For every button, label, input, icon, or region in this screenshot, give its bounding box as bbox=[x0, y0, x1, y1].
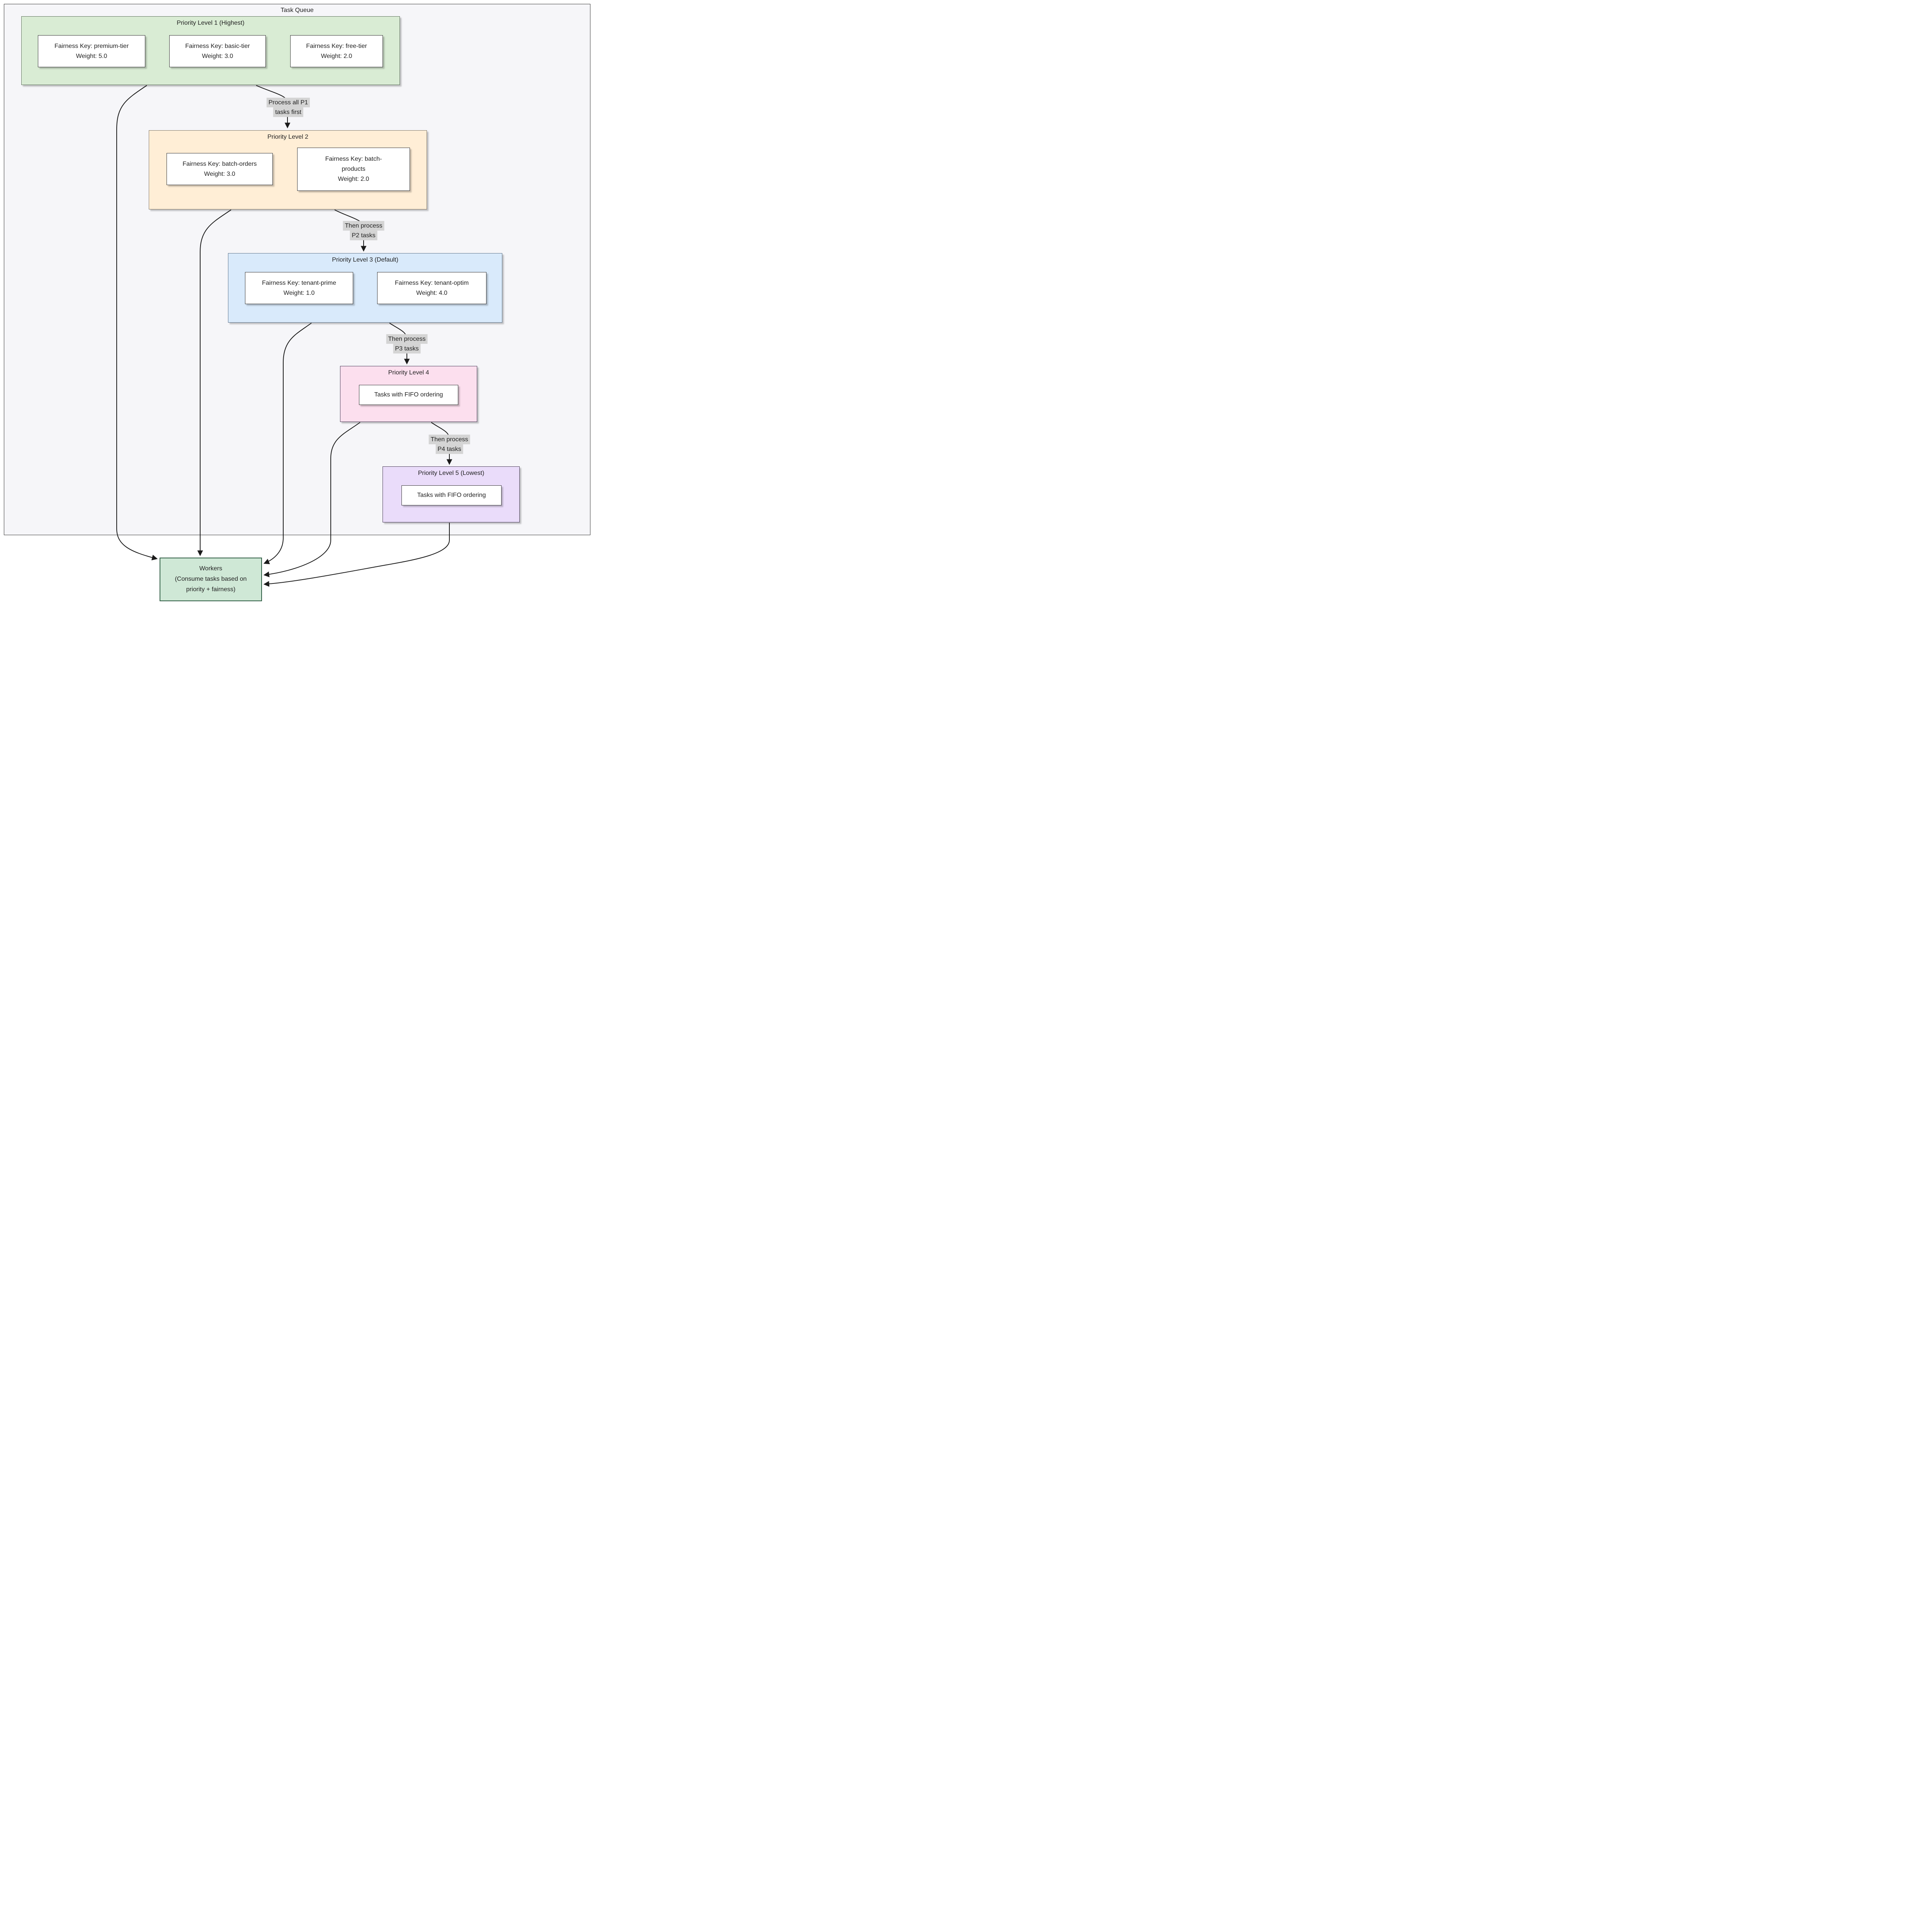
priority-level-2-group: Priority Level 2 Fairness Key: batch-ord… bbox=[149, 130, 427, 209]
edge-label-process-p2-line1: Then process bbox=[343, 221, 384, 231]
edge-label-process-p1-line1: Process all P1 bbox=[266, 97, 310, 107]
workers-node: Workers (Consume tasks based on priority… bbox=[160, 558, 262, 601]
node-fifo-p4-label: Tasks with FIFO ordering bbox=[374, 391, 443, 398]
node-fifo-p4: Tasks with FIFO ordering bbox=[359, 385, 458, 405]
priority-level-2-title: Priority Level 2 bbox=[267, 134, 308, 140]
node-premium-tier-label: Fairness Key: premium-tier Weight: 5.0 bbox=[54, 43, 129, 60]
node-batch-products: Fairness Key: batch-products Weight: 2.0 bbox=[297, 148, 410, 191]
node-tenant-optim: Fairness Key: tenant-optim Weight: 4.0 bbox=[377, 272, 486, 304]
node-batch-products-label: Fairness Key: batch-products Weight: 2.0 bbox=[325, 156, 382, 182]
task-queue-title: Task Queue bbox=[281, 7, 314, 14]
node-basic-tier: Fairness Key: basic-tier Weight: 3.0 bbox=[169, 35, 266, 67]
node-fifo-p5: Tasks with FIFO ordering bbox=[401, 485, 502, 505]
edge-label-process-p2-line2: P2 tasks bbox=[350, 231, 378, 241]
node-tenant-prime: Fairness Key: tenant-prime Weight: 1.0 bbox=[245, 272, 353, 304]
priority-level-3-title: Priority Level 3 (Default) bbox=[332, 257, 398, 263]
node-premium-tier: Fairness Key: premium-tier Weight: 5.0 bbox=[38, 35, 145, 67]
edge-label-process-p1-line2: tasks first bbox=[273, 107, 303, 117]
edge-label-process-p4: Then process P4 tasks bbox=[429, 434, 470, 454]
node-free-tier: Fairness Key: free-tier Weight: 2.0 bbox=[290, 35, 383, 67]
priority-level-3-group: Priority Level 3 (Default) Fairness Key:… bbox=[228, 253, 502, 323]
edge-label-process-p1: Process all P1 tasks first bbox=[266, 97, 310, 117]
priority-level-5-group: Priority Level 5 (Lowest) Tasks with FIF… bbox=[383, 466, 520, 522]
priority-level-4-title: Priority Level 4 bbox=[388, 369, 429, 376]
flowchart-canvas: Task Queue Priority Level 1 (Highest) Fa… bbox=[0, 0, 596, 611]
edge-label-process-p3-line1: Then process bbox=[386, 334, 428, 344]
node-tenant-prime-label: Fairness Key: tenant-prime Weight: 1.0 bbox=[262, 279, 337, 296]
node-batch-orders: Fairness Key: batch-orders Weight: 3.0 bbox=[167, 153, 273, 185]
edge-label-process-p4-line2: P4 tasks bbox=[435, 444, 463, 454]
node-basic-tier-label: Fairness Key: basic-tier Weight: 3.0 bbox=[185, 43, 250, 60]
edge-label-process-p3-line2: P3 tasks bbox=[393, 344, 421, 354]
edge-label-process-p2: Then process P2 tasks bbox=[343, 221, 384, 241]
workers-node-label: Workers (Consume tasks based on priority… bbox=[175, 565, 247, 593]
node-tenant-optim-label: Fairness Key: tenant-optim Weight: 4.0 bbox=[395, 279, 469, 296]
edge-label-process-p4-line1: Then process bbox=[429, 434, 470, 444]
priority-level-5-title: Priority Level 5 (Lowest) bbox=[418, 470, 485, 476]
priority-level-4-group: Priority Level 4 Tasks with FIFO orderin… bbox=[340, 366, 477, 422]
node-batch-orders-label: Fairness Key: batch-orders Weight: 3.0 bbox=[182, 160, 257, 177]
priority-level-1-title: Priority Level 1 (Highest) bbox=[177, 20, 245, 26]
node-fifo-p5-label: Tasks with FIFO ordering bbox=[417, 492, 486, 499]
edge-label-process-p3: Then process P3 tasks bbox=[386, 334, 428, 354]
priority-level-1-group: Priority Level 1 (Highest) Fairness Key:… bbox=[21, 16, 400, 85]
node-free-tier-label: Fairness Key: free-tier Weight: 2.0 bbox=[306, 43, 367, 60]
